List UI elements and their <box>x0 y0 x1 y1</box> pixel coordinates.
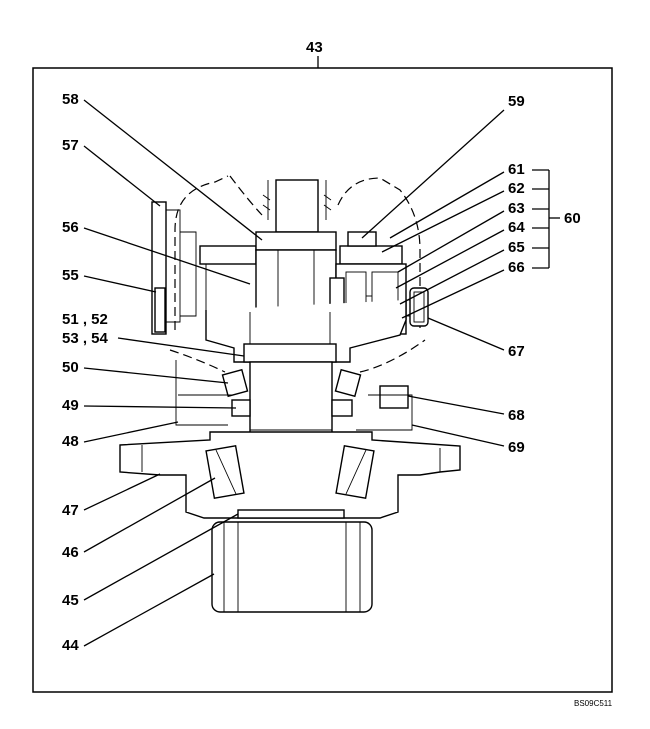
callout-53-54: 53 , 54 <box>62 330 109 347</box>
leader-56 <box>83 227 251 285</box>
leader-68 <box>407 395 505 415</box>
leader-62 <box>381 190 505 253</box>
leader-47 <box>83 473 161 511</box>
callout-58: 58 <box>62 91 79 108</box>
leader-69 <box>411 424 505 447</box>
leader-58 <box>83 99 263 241</box>
leader-66 <box>401 269 505 319</box>
leader-48 <box>83 421 179 443</box>
callout-49: 49 <box>62 397 79 414</box>
callout-69: 69 <box>508 439 525 456</box>
callout-48: 48 <box>62 433 79 450</box>
diagram-frame <box>32 67 613 693</box>
leader-55 <box>83 275 157 293</box>
callout-64: 64 <box>508 219 525 236</box>
callout-50: 50 <box>62 359 79 376</box>
callout-44: 44 <box>62 637 79 654</box>
callout-66: 66 <box>508 259 525 276</box>
callout-47: 47 <box>62 502 79 519</box>
callout-63: 63 <box>508 200 525 217</box>
leader-59 <box>361 109 505 239</box>
leader-63 <box>397 210 505 273</box>
label-43: 43 <box>306 39 323 56</box>
callout-60: 60 <box>564 210 581 227</box>
callout-59: 59 <box>508 93 525 110</box>
leader-67 <box>427 317 505 351</box>
callout-62: 62 <box>508 180 525 197</box>
callout-56: 56 <box>62 219 79 236</box>
callout-51-52: 51 , 52 <box>62 311 108 328</box>
callout-45: 45 <box>62 592 79 609</box>
callout-46: 46 <box>62 544 79 561</box>
callout-68: 68 <box>508 407 525 424</box>
leader-49 <box>83 405 237 409</box>
leader-46 <box>83 477 216 553</box>
leader-64 <box>395 229 505 289</box>
callout-67: 67 <box>508 343 525 360</box>
leader-44 <box>83 573 215 647</box>
reference-code: BS09C511 <box>574 699 613 708</box>
group-bracket-60 <box>532 169 560 269</box>
leader-45 <box>83 513 239 601</box>
leader-61 <box>389 171 505 239</box>
swing-device-drawing <box>119 175 461 613</box>
leader-65 <box>399 249 505 305</box>
callout-61: 61 <box>508 161 525 178</box>
leader-51-54 <box>117 337 245 357</box>
callout-57: 57 <box>62 137 79 154</box>
callout-65: 65 <box>508 239 525 256</box>
leader-50 <box>83 367 229 384</box>
callout-55: 55 <box>62 267 79 284</box>
leader-57 <box>83 145 161 207</box>
